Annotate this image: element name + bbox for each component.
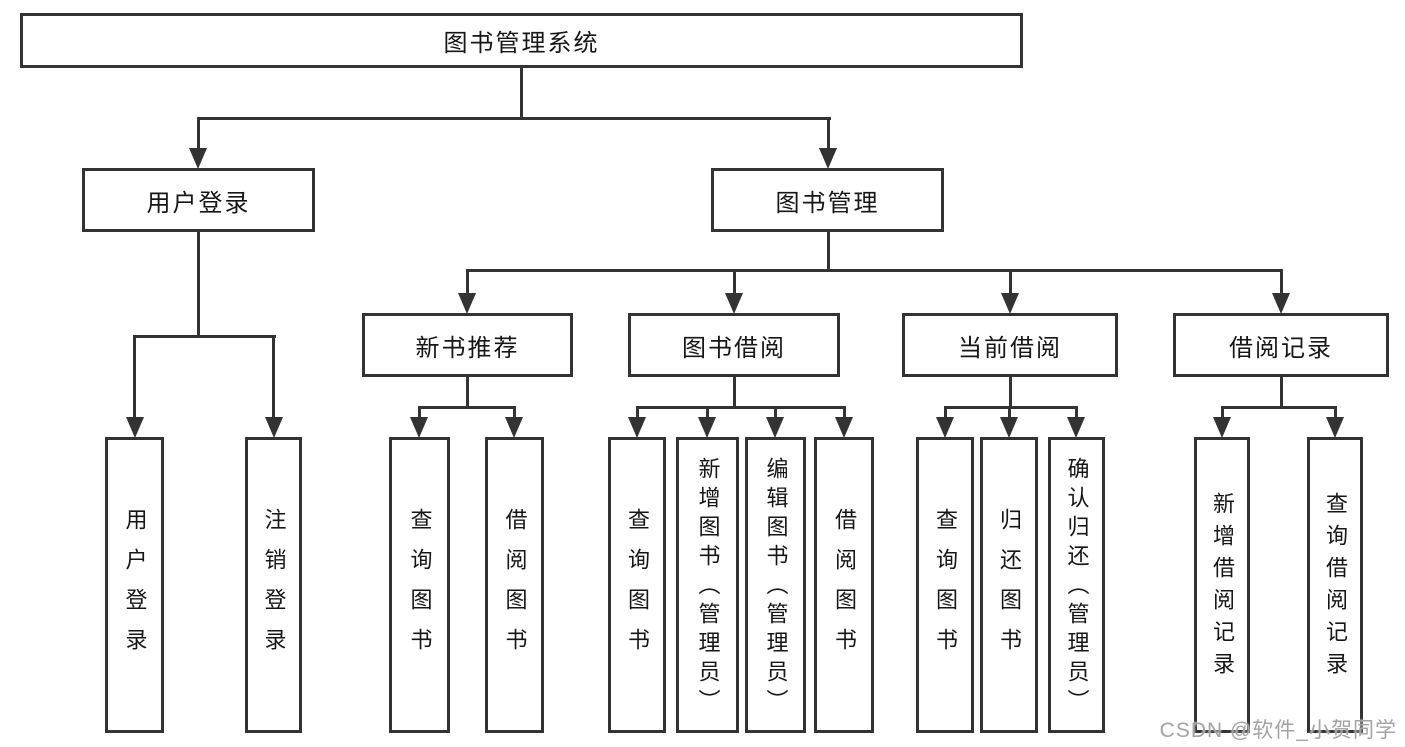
connector-stub-leaf-logout [272, 335, 275, 420]
arrow-down-icon [835, 417, 853, 438]
arrow-down-icon [1213, 417, 1231, 438]
connector-stub [418, 406, 421, 420]
connector-stub-current-borrow [1009, 269, 1012, 296]
connector-book-management-down [827, 231, 830, 271]
leaf-query-borrow-record: 查询借阅记录 [1307, 437, 1363, 733]
connector-current-borrow-down [1009, 376, 1012, 408]
leaf-borrow-books-recommend: 借阅图书 [485, 437, 544, 733]
leaf-user-login: 用户登录 [105, 437, 164, 733]
arrow-down-icon [410, 417, 428, 438]
arrow-down-icon [766, 417, 784, 438]
connector-stub [1008, 406, 1011, 420]
connector-stub-borrow-records [1280, 269, 1283, 296]
connector-new-book-down [466, 376, 469, 408]
arrow-down-icon [265, 417, 283, 438]
connector-user-login-bar [133, 335, 276, 338]
leaf-confirm-return-admin: 确认归还（管理员） [1048, 437, 1105, 733]
connector-stub-book-management [827, 117, 830, 151]
connector-borrow-records-down [1280, 376, 1283, 408]
connector-stub [706, 406, 709, 420]
connector-stub [513, 406, 516, 420]
arrow-down-icon [458, 293, 476, 314]
connector-root-down [520, 67, 523, 119]
arrow-down-icon [819, 148, 837, 169]
connector-book-borrow-bar [636, 406, 846, 409]
connector-stub [1334, 406, 1337, 420]
leaf-return-book: 归还图书 [980, 437, 1038, 733]
connector-stub [774, 406, 777, 420]
node-borrow-records: 借阅记录 [1173, 313, 1389, 377]
connector-new-book-bar [418, 406, 516, 409]
connector-stub-new-book [466, 269, 469, 296]
leaf-edit-book-admin: 编辑图书（管理员） [745, 437, 806, 733]
watermark: CSDN @软件_小贺同学 [1159, 719, 1397, 742]
connector-stub [843, 406, 846, 420]
arrow-down-icon [1067, 417, 1085, 438]
arrow-down-icon [189, 148, 207, 169]
arrow-down-icon [936, 417, 954, 438]
connector-stub [1221, 406, 1224, 420]
connector-stub [636, 406, 639, 420]
arrow-down-icon [1000, 417, 1018, 438]
arrow-down-icon [698, 417, 716, 438]
connector-stub-book-borrow [733, 269, 736, 296]
arrow-down-icon [126, 417, 144, 438]
arrow-down-icon [1326, 417, 1344, 438]
arrow-down-icon [1001, 293, 1019, 314]
node-new-book-recommend: 新书推荐 [362, 313, 573, 377]
connector-book-borrow-down [733, 376, 736, 408]
connector-borrow-records-bar [1221, 406, 1337, 409]
arrow-down-icon [628, 417, 646, 438]
connector-user-login-down [197, 231, 200, 337]
leaf-add-book-admin: 新增图书（管理员） [676, 437, 739, 733]
leaf-borrow-books-borrow: 借阅图书 [814, 437, 874, 733]
connector-stub [1075, 406, 1078, 420]
arrow-down-icon [725, 293, 743, 314]
leaf-query-books-current: 查询图书 [916, 437, 974, 733]
node-book-borrow: 图书借阅 [628, 313, 840, 377]
connector-level2-bar [197, 117, 831, 120]
arrow-down-icon [1272, 293, 1290, 314]
leaf-query-books-recommend: 查询图书 [389, 437, 450, 733]
connector-stub-user-login [197, 117, 200, 151]
node-book-management: 图书管理 [711, 168, 944, 232]
connector-current-borrow-bar [944, 406, 1078, 409]
connector-stub [944, 406, 947, 420]
leaf-query-books-borrow: 查询图书 [608, 437, 666, 733]
leaf-logout: 注销登录 [245, 437, 302, 733]
node-current-borrow: 当前借阅 [902, 313, 1118, 377]
node-user-login: 用户登录 [82, 168, 315, 232]
node-book-management-system: 图书管理系统 [20, 13, 1023, 68]
leaf-add-borrow-record: 新增借阅记录 [1194, 437, 1250, 733]
arrow-down-icon [505, 417, 523, 438]
connector-level3-bar [466, 269, 1283, 272]
connector-stub-leaf-user-login [133, 335, 136, 420]
